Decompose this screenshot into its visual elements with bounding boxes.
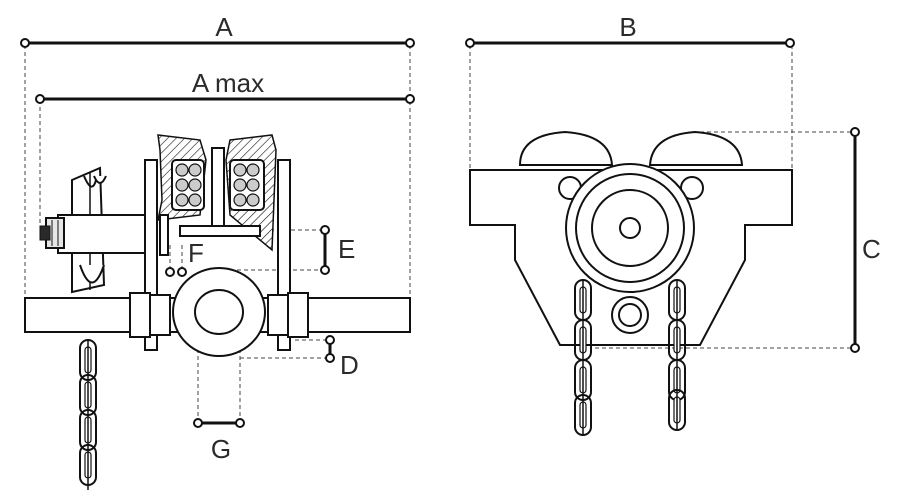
load-chain-right (668, 279, 686, 431)
center-hub (565, 163, 695, 293)
lower-pin (611, 296, 649, 334)
beam-section (179, 147, 261, 237)
front-view (469, 45, 855, 436)
dimension-a-max: A max (35, 68, 415, 104)
front-wheel-left (518, 130, 614, 166)
crossbar-spacers (129, 292, 309, 338)
label-f: F (188, 238, 204, 268)
dimension-f: F (165, 238, 204, 277)
label-b: B (619, 12, 636, 42)
label-a-max: A max (192, 68, 264, 98)
dimension-g: G (193, 418, 245, 464)
dimension-b: B (465, 12, 795, 48)
label-g: G (211, 434, 231, 464)
shaft-nut (39, 217, 65, 249)
dimension-a: A (20, 12, 415, 48)
suspension-eye (172, 267, 266, 357)
label-c: C (862, 234, 881, 264)
label-a: A (215, 12, 233, 42)
label-e: E (338, 234, 355, 264)
dimension-e: E (320, 225, 355, 275)
side-view (24, 45, 411, 490)
left-wheel (157, 134, 207, 256)
right-wheel (225, 134, 277, 252)
shaft (57, 214, 151, 254)
load-chain-left (574, 279, 592, 436)
front-wheel-right (648, 130, 744, 166)
label-d: D (340, 350, 359, 380)
dimension-c: C (850, 127, 881, 353)
hand-chain (79, 339, 97, 490)
dimension-d: D (325, 335, 359, 380)
